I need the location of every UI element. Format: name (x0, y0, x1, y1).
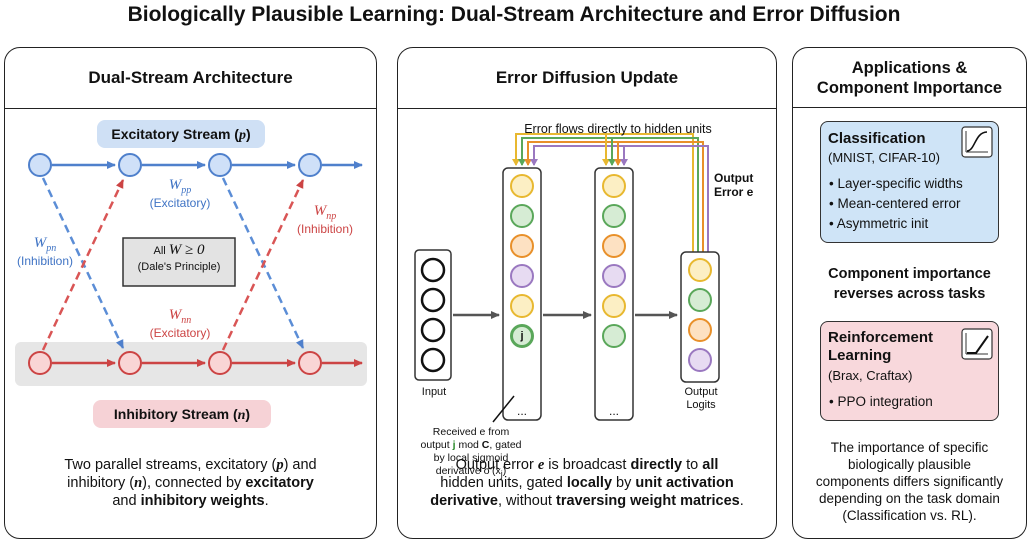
error-diffusion-diagram (414, 133, 720, 423)
applications-caption: The importance of specific biologically … (815, 440, 1004, 523)
inhibitory-nodes (28, 351, 322, 375)
page-title: Biologically Plausible Learning: Dual-St… (127, 3, 901, 26)
w-nn-label: Wnn (Excitatory) (149, 307, 211, 340)
excitatory-stream-badge (97, 120, 265, 148)
output-layer (680, 251, 720, 383)
input-nodes (420, 257, 446, 373)
dual-stream-caption: Two parallel streams, excitatory (p) and… (64, 457, 317, 509)
error-diffusion-caption: Output error e is broadcast directly to … (430, 457, 744, 509)
dual-stream-panel: Dual-Stream Architecture (4, 47, 377, 539)
classification-item-1: • Mean-centered error (829, 196, 961, 211)
classification-title: Classification (828, 130, 926, 147)
excitatory-nodes (28, 153, 322, 177)
rl-environments: (Brax, Craftax) (828, 368, 913, 383)
error-flow-label: Error flows directly to hidden units (524, 122, 712, 136)
error-flow-lines (512, 133, 709, 265)
classification-box: Classification (MNIST, CIFAR-10) • Layer… (820, 121, 999, 243)
error-diffusion-heading: Error Diffusion Update (398, 48, 776, 109)
inhibitory-stream-label: Inhibitory Stream (n) (113, 406, 251, 423)
applications-heading: Applications &Component Importance (793, 48, 1026, 108)
dales-principle-box (122, 237, 236, 287)
hidden-layer-1-ellipsis: ... (516, 404, 527, 418)
classification-item-2: • Asymmetric init (829, 216, 929, 231)
w-pp-label: Wpp (Excitatory) (149, 177, 211, 210)
node-j: j (511, 325, 533, 347)
w-pn-label: Wpn (Inhibition) (16, 235, 74, 268)
relu-icon (961, 328, 993, 360)
hidden-layer-2-nodes (602, 174, 626, 348)
node-j-note: Received e from output j mod C, gated by… (420, 426, 522, 480)
dual-stream-diagram (15, 120, 367, 428)
node-j-pointer (492, 395, 515, 423)
np-connections (41, 179, 305, 351)
input-layer (414, 249, 452, 381)
sigmoid-icon (961, 126, 993, 158)
dual-stream-heading: Dual-Stream Architecture (5, 48, 376, 109)
excitatory-stream-label: Excitatory Stream (p) (111, 126, 251, 143)
inhibitory-stream-badge (93, 400, 271, 428)
input-label: Input (421, 386, 447, 398)
classification-datasets: (MNIST, CIFAR-10) (828, 150, 940, 165)
output-nodes (688, 258, 712, 372)
classification-item-0: • Layer-specific widths (829, 176, 963, 191)
applications-panel: Applications &Component Importance Class… (792, 47, 1027, 539)
rl-item-0: • PPO integration (829, 394, 933, 409)
error-diffusion-panel: Error Diffusion Update (397, 47, 777, 539)
dales-principle-text: All W ≥ 0 (Dale's Principle) (137, 242, 221, 273)
w-np-label: Wnp (Inhibition) (296, 203, 354, 236)
hidden-layer-2-ellipsis: ... (608, 404, 619, 418)
